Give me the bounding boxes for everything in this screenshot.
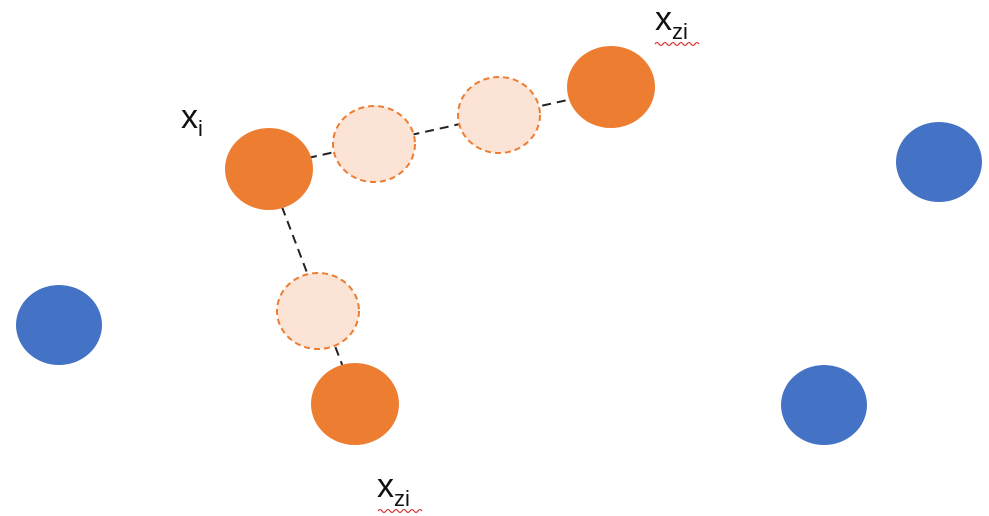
minority-sample-xi	[225, 128, 313, 210]
interpolated-sample-1	[332, 105, 416, 183]
label-xzi-bottom: xzi	[377, 467, 410, 511]
label-xi: xi	[181, 98, 203, 141]
majority-sample-left	[16, 285, 102, 365]
minority-sample-xzi-top	[567, 46, 655, 128]
interpolated-sample-2	[457, 76, 541, 154]
majority-sample-bottom-right	[781, 365, 867, 445]
interpolated-sample-3	[276, 272, 360, 350]
majority-sample-top-right	[896, 122, 982, 202]
spellcheck-squiggle-top	[654, 41, 700, 47]
minority-sample-xzi-bottom	[311, 363, 399, 445]
spellcheck-squiggle-bottom	[377, 508, 423, 514]
label-xzi-top: xzi	[655, 0, 688, 44]
